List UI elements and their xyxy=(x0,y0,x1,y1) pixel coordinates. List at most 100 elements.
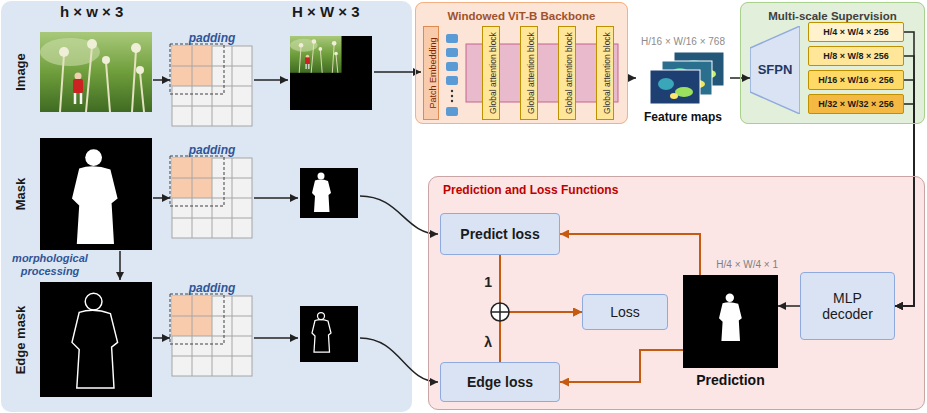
label-text: Patch Embedding xyxy=(428,37,438,108)
layer-box: Global attention block xyxy=(520,26,538,120)
input-arrows xyxy=(153,337,170,339)
process-box: H/4 × W/4 × 256 xyxy=(808,22,904,42)
loss-ground xyxy=(428,176,925,410)
label-text: Global attention block xyxy=(527,32,537,114)
label-text: Prediction and Loss Functions xyxy=(443,184,618,198)
image-node xyxy=(658,78,674,90)
process-box: MLP decoder xyxy=(800,272,895,340)
mask-image xyxy=(40,138,152,250)
connector xyxy=(628,77,636,79)
token-column xyxy=(446,62,458,71)
text-holder: H/4 × W/4 × 256 xyxy=(809,23,903,41)
text-holder: H/16 × W/16 × 256 xyxy=(809,71,903,89)
process-box: H/8 × W/8 × 256 xyxy=(808,46,904,66)
input-arrows xyxy=(254,79,288,81)
input-arrows xyxy=(153,79,170,81)
backbone-ground xyxy=(415,2,628,124)
label-text: Edge loss xyxy=(467,374,533,390)
token-column xyxy=(446,34,458,116)
image-node xyxy=(683,275,778,368)
label-holder: padding xyxy=(189,28,236,46)
label-text: morphological processing xyxy=(4,252,96,277)
text-holder: H/8 × W/8 × 256 xyxy=(809,47,903,65)
label-holder: padding xyxy=(189,278,236,296)
label-text: λ xyxy=(484,334,492,350)
token-column xyxy=(451,90,453,92)
layer-box: Patch Embedding xyxy=(423,26,439,120)
label-holder: Image xyxy=(11,53,29,91)
process-box: H/32 × W/32 × 256 xyxy=(808,94,904,114)
text-holder: Predict loss xyxy=(441,214,559,254)
label-text: Mask xyxy=(14,178,29,211)
process-box: Predict loss xyxy=(440,213,560,255)
label-holder: morphological processing xyxy=(4,252,96,279)
dimension-text: H/4 × W/4 × 1 xyxy=(716,254,778,272)
sfpn-block: SFPN xyxy=(750,26,800,114)
label-text: H × W × 3 xyxy=(292,3,360,20)
label-text: Image xyxy=(14,53,29,91)
label-text: Feature maps xyxy=(644,111,722,125)
input-arrows xyxy=(119,251,121,280)
panel-title: Prediction and Loss Functions xyxy=(429,180,924,198)
connector xyxy=(778,305,800,307)
sfpn-block xyxy=(750,26,800,114)
layer-box: Global attention block xyxy=(558,26,576,120)
connector xyxy=(560,234,700,275)
label-holder: padding xyxy=(189,140,236,158)
rotated-text: Global attention block xyxy=(596,32,614,114)
padded-outline xyxy=(312,313,331,353)
image-node xyxy=(683,275,778,368)
input-arrows xyxy=(360,196,438,234)
connector xyxy=(500,312,582,362)
text-holder: SFPN xyxy=(750,26,800,114)
group-panel: Prediction and Loss FunctionsPredict los… xyxy=(428,176,925,410)
group-panel: Multi-scale SupervisionSFPN H/4 × W/4 × 2… xyxy=(740,2,925,124)
input-arrows xyxy=(120,72,438,382)
rotated-text: Global attention block xyxy=(520,32,538,114)
token-column xyxy=(446,107,458,116)
image-node xyxy=(719,294,742,341)
connector xyxy=(500,255,582,312)
token-column xyxy=(451,100,453,102)
process-box: Loss xyxy=(582,294,668,330)
edge-outline xyxy=(72,293,118,388)
panel-title: Multi-scale Supervision xyxy=(741,6,924,24)
padding-grid xyxy=(170,156,252,238)
label-text: H/8 × W/8 × 256 xyxy=(823,51,889,61)
process-box: H/16 × W/16 × 256 xyxy=(808,70,904,90)
label-text: H/4 × W/4 × 1 xyxy=(716,259,778,271)
sum-symbol xyxy=(491,303,509,321)
panel-title: Windowed ViT-B Backbone xyxy=(416,6,627,24)
token-column xyxy=(446,48,458,57)
label-text: H/16 × W/16 × 256 xyxy=(818,75,894,85)
group-panel: Windowed ViT-B BackbonePatch Embedding Gl… xyxy=(415,2,628,124)
rotated-text: Patch Embedding xyxy=(422,37,440,108)
label-text: Edge mask xyxy=(14,306,29,375)
text-holder: MLP decoder xyxy=(801,273,894,339)
label-text: Predict loss xyxy=(460,226,539,242)
sum-symbol xyxy=(491,303,509,321)
token-column xyxy=(446,76,458,85)
label-text: Global attention block xyxy=(489,32,499,114)
label-text: Loss xyxy=(610,304,640,320)
image-node: H/16 × W/16 × 768Feature maps xyxy=(636,52,730,104)
edge-label-holder: λ xyxy=(484,333,492,351)
label-text: Multi-scale Supervision xyxy=(768,10,896,23)
text-holder: Loss xyxy=(583,295,667,329)
input-panel xyxy=(1,1,412,412)
image-node xyxy=(670,93,678,99)
caption-text: Prediction xyxy=(696,371,764,389)
input-arrows xyxy=(374,71,421,73)
rotated-text: Global attention block xyxy=(482,32,500,114)
supervision-ground xyxy=(740,2,925,124)
caption-text: Feature maps xyxy=(644,107,722,125)
padded-image xyxy=(290,36,372,110)
token-column xyxy=(446,34,458,43)
input-arrows xyxy=(153,197,170,199)
image-node: H/4 × W/4 × 1Prediction xyxy=(683,275,778,368)
padded-photo xyxy=(290,36,342,73)
image-node xyxy=(636,52,730,104)
input-arrows xyxy=(254,197,298,199)
label-text: Prediction xyxy=(696,372,764,388)
